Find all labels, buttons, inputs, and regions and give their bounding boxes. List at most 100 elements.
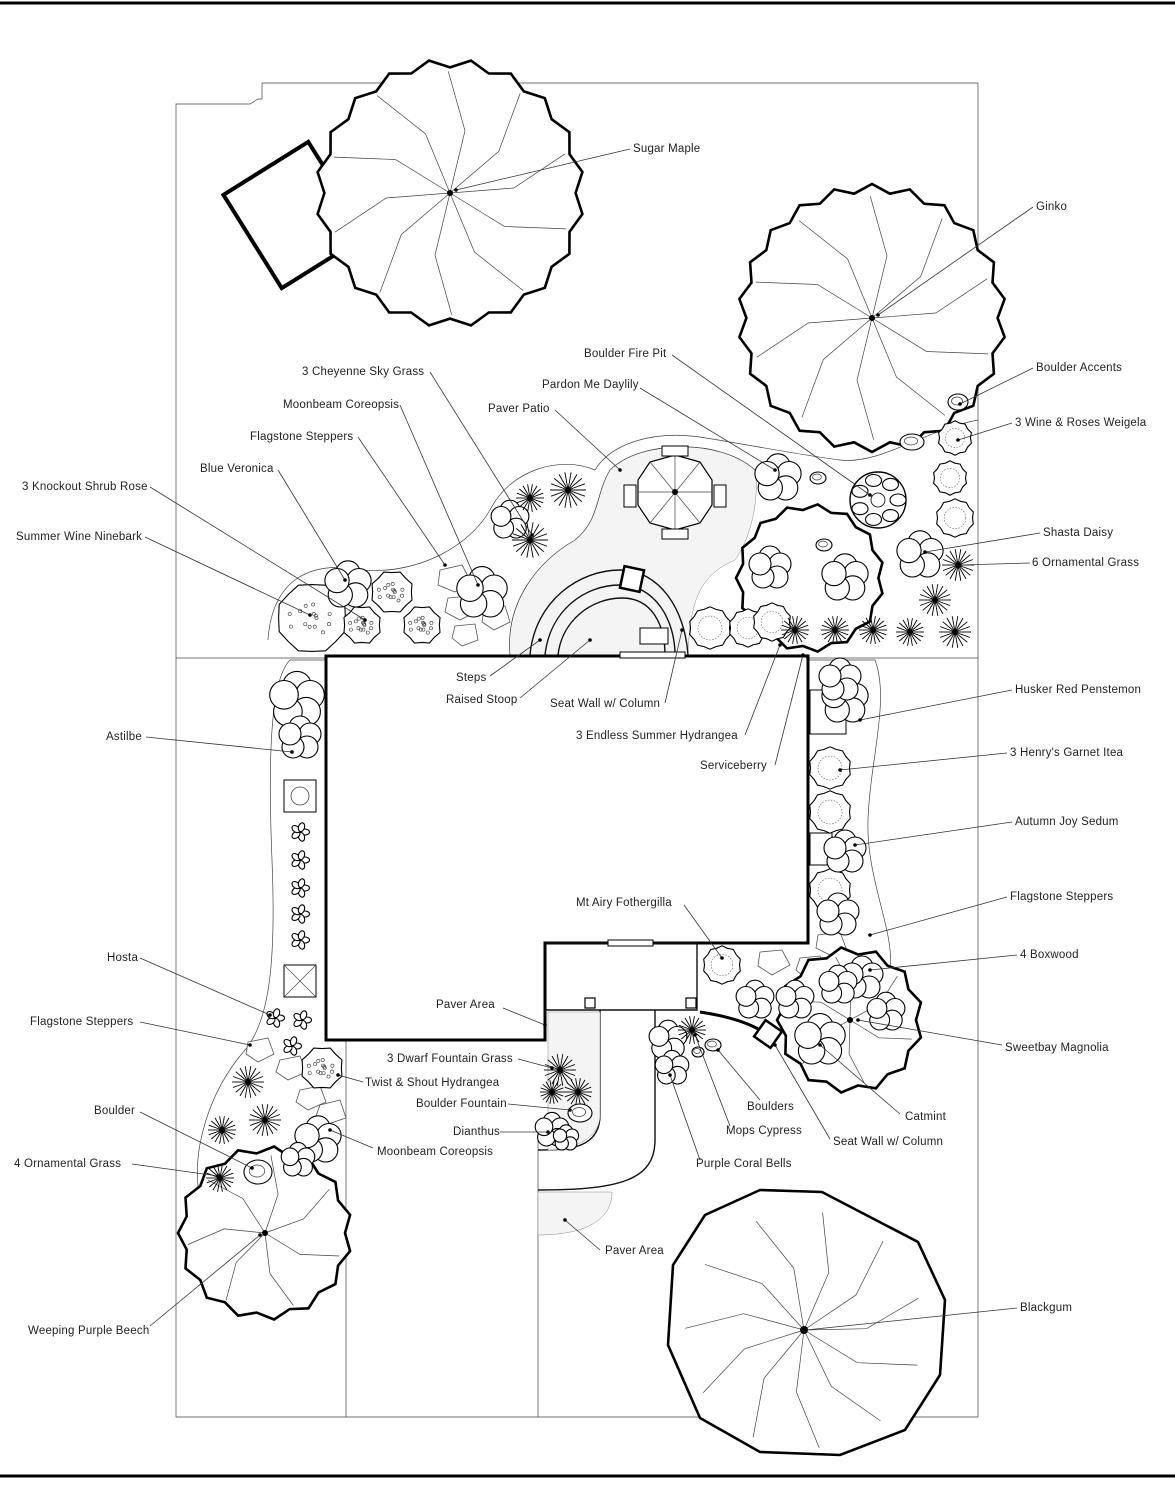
label-cheyenne-sky-grass: 3 Cheyenne Sky Grass: [302, 366, 424, 378]
leader-serviceberry: [774, 654, 804, 766]
leader-dot-moonbeam-coreopsis-bottom: [328, 1128, 332, 1132]
leader-flagstone-steppers-left: [139, 1021, 251, 1046]
ornamental-grass-4-3: [208, 1116, 236, 1144]
leader-dot-wine-roses-weigela: [956, 438, 960, 442]
label-wine-roses-weigela: 3 Wine & Roses Weigela: [1015, 417, 1147, 429]
leader-seat-wall-top: [664, 629, 683, 704]
leader-dot-hosta: [268, 1013, 272, 1017]
label-summer-wine-ninebark: Summer Wine Ninebark: [16, 531, 142, 543]
leader-raised-stoop: [519, 639, 591, 699]
label-husker-red-penstemon: Husker Red Penstemon: [1015, 684, 1141, 696]
boulder-accent-3: [809, 471, 827, 485]
mt-airy-fothergilla-plant: [703, 945, 741, 985]
leader-dot-ornamental-grass-4: [216, 1174, 220, 1178]
leader-sweetbay-magnolia: [857, 1019, 1003, 1046]
leader-knockout-shrub-rose: [149, 486, 366, 621]
label-boulder-fire-pit: Boulder Fire Pit: [584, 348, 667, 360]
leader-dot-blue-veronica: [343, 578, 347, 582]
leader-dot-astilbe: [290, 750, 294, 754]
leader-blackgum: [805, 1307, 1018, 1331]
seat-wall-column-bottom: [752, 1018, 784, 1050]
leader-hosta: [139, 957, 271, 1016]
label-pardon-me-daylily: Pardon Me Daylily: [542, 379, 639, 391]
leader-dot-twist-shout-hydrangea: [336, 1073, 340, 1077]
label-dwarf-fountain-grass: 3 Dwarf Fountain Grass: [387, 1053, 513, 1065]
boulder-accent-4: [815, 538, 833, 552]
leader-flagstone-steppers-right: [869, 896, 1008, 936]
astilbe-plant-2: [278, 715, 322, 759]
leader-dot-paver-area-bottom: [563, 1218, 567, 1222]
label-boulder: Boulder: [94, 1105, 135, 1117]
moonbeam-cluster-2: [280, 1141, 316, 1177]
dwarf-fountain-grass-3: [540, 1080, 564, 1104]
label-shasta-daisy: Shasta Daisy: [1043, 527, 1113, 539]
twist-shout-hydrangea-plant: [301, 1047, 343, 1089]
leader-dot-flagstone-steppers-top: [443, 563, 447, 567]
garage-porch: [545, 942, 698, 1011]
leader-dot-paver-area-mid: [543, 1023, 547, 1027]
leader-catmint: [819, 1044, 901, 1115]
boulder-accent-1: [947, 393, 969, 411]
weigela-2: [933, 460, 967, 496]
leader-blue-veronica: [277, 469, 346, 581]
bed-outline-right: [808, 659, 891, 971]
label-astilbe: Astilbe: [106, 731, 142, 743]
label-boulders: Boulders: [747, 1101, 794, 1113]
knockout-rose-3: [403, 606, 441, 644]
boulder-accent-2: [899, 433, 925, 451]
door-top: [619, 651, 686, 659]
leader-dot-boulder: [250, 1166, 254, 1170]
label-boxwood-4: 4 Boxwood: [1020, 949, 1079, 961]
leader-dot-seat-wall-top: [680, 628, 684, 632]
leader-mops-cypress: [694, 1034, 731, 1127]
leader-shasta-daisy: [924, 532, 1041, 553]
leader-dot-pardon-me-daylily: [773, 468, 777, 472]
umbrella-table: [623, 445, 727, 540]
shasta-daisy-plant: [896, 530, 944, 578]
leader-ornamental-grass-6: [959, 562, 1031, 566]
ornamental-grass-4-2: [249, 1104, 281, 1136]
leader-dot-dianthus: [546, 1130, 550, 1134]
plants: [206, 393, 974, 1192]
leader-dot-purple-coral-bells: [668, 1073, 672, 1077]
ornamental-grass-4-1: [232, 1066, 264, 1098]
leader-dot-mt-airy-fothergilla: [720, 956, 724, 960]
leader-endless-summer-hydrangea: [744, 644, 781, 736]
boxwood-2: [818, 964, 858, 1004]
label-catmint: Catmint: [905, 1111, 947, 1123]
boulder-plant: [243, 1159, 273, 1185]
weigela-3: [936, 498, 974, 538]
weigela-1: [938, 420, 972, 456]
label-flagstone-steppers-left: Flagstone Steppers: [30, 1016, 133, 1028]
leader-cheyenne-sky-grass: [429, 371, 533, 536]
boulders-1: [704, 1038, 722, 1052]
leader-boulder-fountain: [507, 1103, 571, 1111]
leader-dot-sugar-maple: [454, 188, 458, 192]
dwarf-fountain-grass-1: [544, 1054, 576, 1086]
knockout-rose-1: [343, 606, 381, 644]
serviceberry-grass: [781, 616, 809, 644]
leader-twist-shout-hydrangea: [337, 1074, 364, 1083]
label-ornamental-grass-6: 6 Ornamental Grass: [1032, 557, 1139, 569]
paver-area-bottom: [537, 1191, 613, 1236]
leader-dot-serviceberry: [801, 653, 805, 657]
leader-henrys-garnet-itea: [839, 752, 1008, 771]
leader-dot-raised-stoop: [588, 638, 592, 642]
label-boulder-fountain: Boulder Fountain: [416, 1098, 507, 1110]
label-raised-stoop: Raised Stoop: [446, 694, 517, 706]
leader-dot-steps: [538, 638, 542, 642]
ornamental-grass-6-3: [939, 616, 971, 648]
dianthus-plant-2: [552, 1124, 580, 1151]
leader-ornamental-grass-4: [131, 1163, 219, 1177]
leader-paver-patio: [554, 409, 621, 471]
label-seat-wall-bottom: Seat Wall w/ Column: [833, 1136, 943, 1148]
property-line: [175, 82, 979, 1418]
label-mt-airy-fothergilla: Mt Airy Fothergilla: [576, 897, 672, 909]
leader-dot-summer-wine-ninebark: [308, 613, 312, 617]
boulder-fire-pit-plant: [849, 471, 907, 529]
leader-steps: [489, 639, 541, 677]
label-serviceberry: Serviceberry: [700, 760, 767, 772]
hosta-3: [291, 878, 311, 898]
label-endless-summer-hydrangea: 3 Endless Summer Hydrangea: [576, 730, 738, 742]
label-mops-cypress: Mops Cypress: [726, 1125, 802, 1137]
